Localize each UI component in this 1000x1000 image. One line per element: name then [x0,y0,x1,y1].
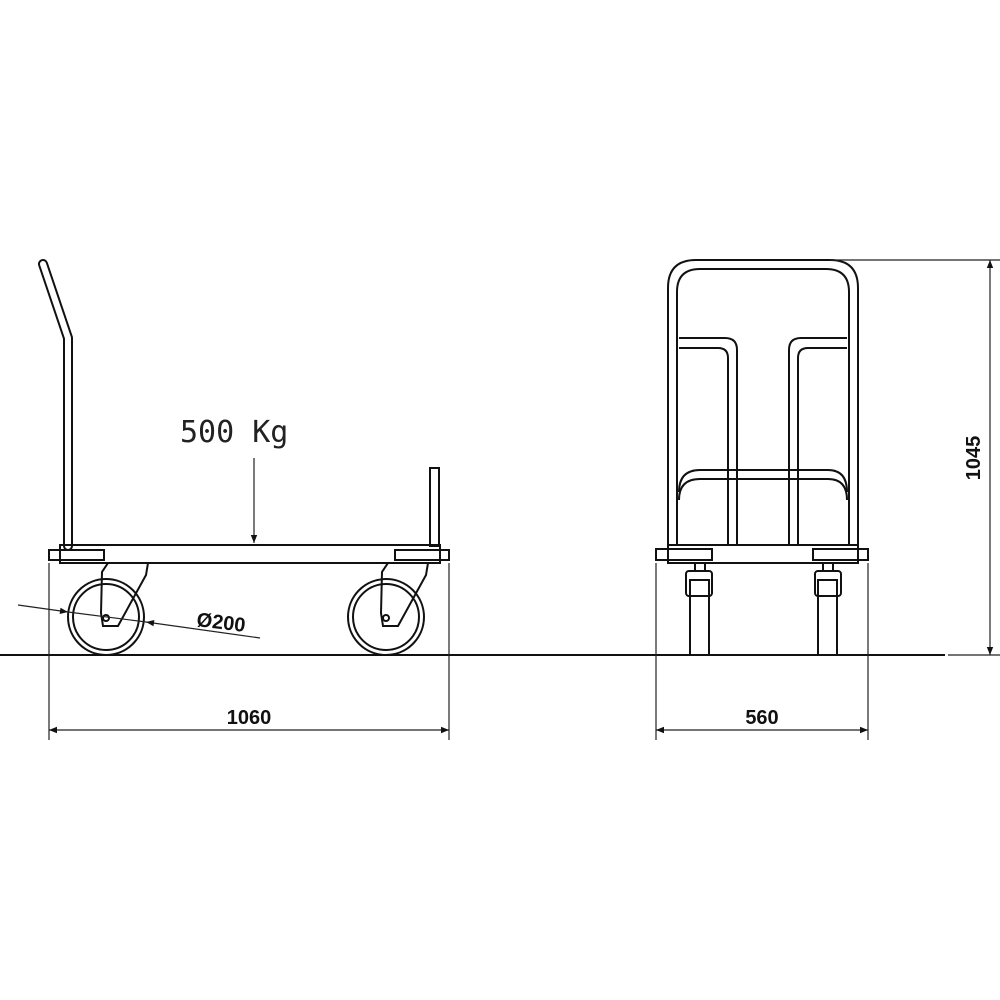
front-caster-right [814,562,842,656]
caster-left [67,562,150,656]
load-indicator: 500 Kg [180,415,288,543]
front-bumper-left [655,548,713,561]
width-dimension: 560 [655,563,869,740]
height-label: 1045 [963,436,985,481]
push-handle [38,259,73,551]
side-view: Ø200 500 Kg 1060 [17,259,450,740]
platform-deck [59,544,441,564]
load-label: 500 Kg [180,415,288,450]
front-bumper-right [812,548,869,561]
caster-right [347,562,430,656]
width-label: 560 [745,707,778,729]
height-dimension: 1045 [830,259,1000,656]
handle-frame [667,259,859,546]
front-platform [667,544,859,564]
length-dimension: 1060 [48,563,450,740]
bumper-right [394,549,450,561]
rear-post [429,467,440,547]
wheel-diameter-label: Ø200 [195,609,246,637]
front-caster-left [685,562,713,656]
length-label: 1060 [227,707,272,729]
bumper-left [48,549,105,561]
front-view: 560 1045 [655,259,1000,740]
